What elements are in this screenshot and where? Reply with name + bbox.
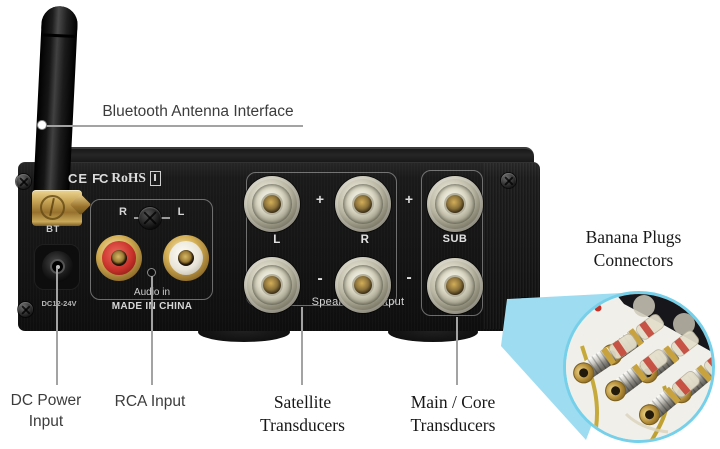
panel-dash: [161, 217, 170, 219]
label-main-core-line2: Transducers: [410, 414, 496, 435]
label-rca-input: RCA Input: [114, 393, 186, 410]
callout-line-satellite: [301, 307, 303, 385]
label-satellite-line1: Satellite: [273, 392, 332, 412]
label-satellite: Satellite Transducers: [230, 391, 375, 436]
label-main-core: Main / Core Transducers: [380, 391, 526, 436]
label-dc-power-line2: Input: [28, 413, 64, 430]
minus-label: -: [406, 269, 412, 286]
label-main-core-line1: Main / Core: [410, 392, 496, 412]
rca-jack-right-red: [96, 235, 142, 281]
post-right-label: R: [360, 234, 370, 246]
label-bluetooth-antenna: Bluetooth Antenna Interface: [102, 103, 294, 120]
plus-label: +: [404, 191, 414, 207]
rohs-mark: RoHS: [111, 170, 146, 185]
post-sub-label: SUB: [442, 233, 468, 245]
binding-post: [244, 176, 300, 232]
ce-mark: CE: [68, 170, 89, 186]
dc-jack-pin: [55, 264, 60, 269]
label-banana-plugs-line1: Banana Plugs: [585, 227, 682, 247]
screw-icon: [139, 207, 161, 229]
binding-post: [335, 257, 391, 313]
amplifier-top-edge: [60, 147, 534, 166]
banana-plugs-inset: [563, 291, 715, 443]
dc-voltage-label: DC12-24V: [41, 299, 77, 308]
binding-post-sub: [427, 258, 483, 314]
bt-port-label: BT: [46, 224, 60, 235]
label-dc-power-line1: DC Power: [10, 392, 82, 409]
label-dc-power: DC Power Input: [0, 390, 92, 432]
label-banana-plugs-line2: Connectors: [593, 249, 674, 270]
screw-icon: [18, 302, 33, 317]
antenna-connector-slot: [40, 195, 65, 220]
binding-post: [244, 257, 300, 313]
post-left-label: L: [273, 234, 281, 246]
callout-line-dc: [56, 268, 58, 385]
screw-icon: [501, 173, 516, 188]
satellite-output-outline: [246, 172, 397, 306]
rca-jack-left-white: [163, 235, 209, 281]
binding-post: [335, 176, 391, 232]
callout-line-sub: [456, 317, 458, 385]
minus-label: -: [317, 270, 323, 287]
weee-icon: [149, 170, 161, 186]
callout-line-antenna: [47, 125, 303, 127]
sub-output-outline: [421, 170, 483, 316]
label-satellite-line2: Transducers: [260, 414, 345, 435]
dc-power-jack: [34, 244, 80, 290]
callout-marker: [37, 120, 47, 130]
rca-left-label: L: [177, 206, 185, 218]
callout-line-rca: [151, 276, 153, 385]
banana-plugs-illustration: [566, 294, 712, 440]
certification-marks: CE FC RoHS: [68, 170, 161, 186]
label-banana-plugs: Banana Plugs Connectors: [551, 226, 716, 271]
plus-label: +: [315, 191, 325, 207]
screw-icon: [16, 174, 31, 189]
fcc-mark: FC: [92, 170, 108, 186]
rca-right-label: R: [119, 206, 127, 218]
binding-post-sub: [427, 176, 483, 232]
